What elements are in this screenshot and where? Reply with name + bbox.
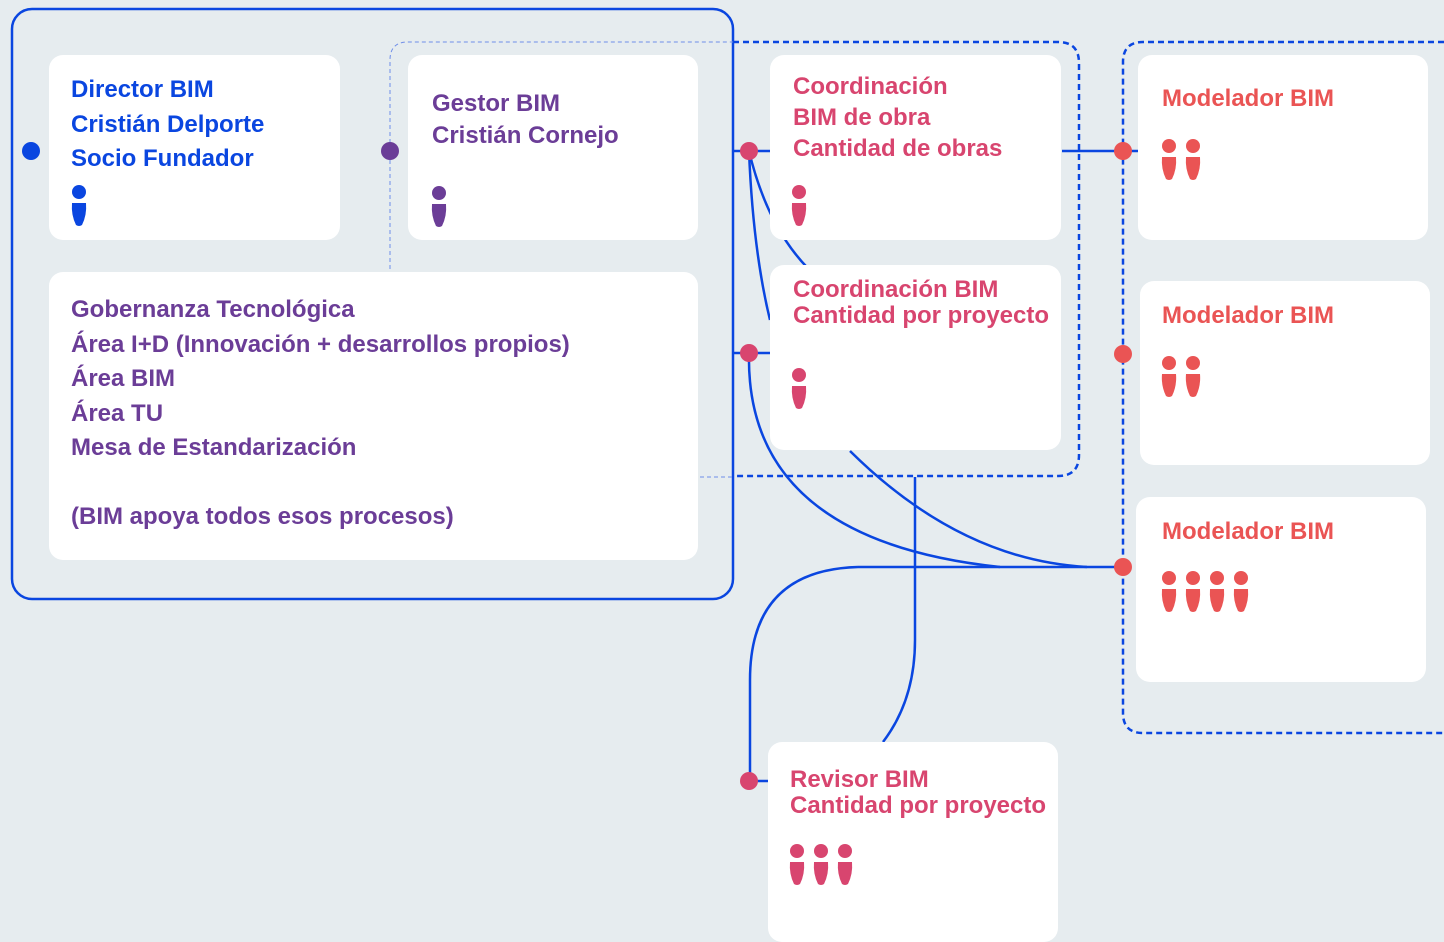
curve-to-modelador3-b [747,352,1001,569]
modelador-3-people [1160,571,1250,613]
director-title: Socio Fundador [71,145,254,172]
modelador-2-people [1160,356,1202,398]
director-name: Cristián Delporte [71,110,265,138]
gobernanza-note: (BIM apoya todos esos procesos) [71,503,454,530]
coord-obra-node [740,142,758,160]
coord-proyecto-line: Coordinación BIM [793,276,999,303]
person-icon [813,844,829,885]
person-icon [789,844,805,885]
coord-proyecto-card: Coordinación BIM Cantidad por proyecto [770,265,1061,450]
modelador-card-1: Modelador BIM [1138,55,1428,240]
gobernanza-line: Área I+D (Innovación + desarrollos propi… [71,330,570,358]
director-people [70,185,88,227]
gestor-text: Gestor BIM Cristián Cornejo [432,88,619,152]
gobernanza-line: Área TU [71,399,164,427]
coord-obra-line: Coordinación [793,73,948,100]
gestor-node [381,142,399,160]
coord-proyecto-text: Coordinación BIM Cantidad por proyecto [793,277,1049,329]
coord-obra-line: Cantidad de obras [793,135,1003,162]
person-icon [837,844,853,885]
director-node [22,142,40,160]
person-icon [791,368,807,409]
modelador3-node [1114,558,1132,576]
curve-to-revisor [748,565,859,781]
person-icon [1233,571,1249,612]
modelador-1-title: Modelador BIM [1162,85,1334,112]
person-icon [1185,571,1201,612]
modelador-3-title: Modelador BIM [1162,518,1334,545]
modelador-card-3: Modelador BIM [1136,497,1426,682]
revisor-line: Revisor BIM [790,766,929,793]
revisor-card: Revisor BIM Cantidad por proyecto [768,742,1058,942]
director-role: Director BIM [71,76,214,103]
person-icon [1161,571,1177,612]
person-icon [1161,356,1177,397]
coord-obra-line: BIM de obra [793,104,931,131]
gestor-name: Cristián Cornejo [432,122,619,149]
coord-obra-people [790,185,808,227]
coord-obra-card: Coordinación BIM de obra Cantidad de obr… [770,55,1061,240]
gestor-card: Gestor BIM Cristián Cornejo [408,55,698,240]
curve-obra-to-proyecto [747,150,772,321]
modelador2-node [1114,345,1132,363]
coord-proyecto-node [740,344,758,362]
gobernanza-line: Mesa de Estandarización [71,434,357,461]
gobernanza-line [71,466,570,501]
coord-obra-text: Coordinación BIM de obra Cantidad de obr… [793,71,1002,164]
gobernanza-line: Gobernanza Tecnológica [71,296,355,323]
person-icon [1185,139,1201,180]
modelador-2-title: Modelador BIM [1162,302,1334,329]
coord-proyecto-people [790,368,808,410]
director-text: Director BIM Cristián Delporte Socio Fun… [71,73,264,177]
gobernanza-text: Gobernanza Tecnológica Área I+D (Innovac… [71,293,570,535]
vertical-coord-to-revisor [882,477,917,743]
curve-to-modelador3-a [849,450,1088,569]
modelador-card-2: Modelador BIM [1140,281,1430,465]
person-icon [1209,571,1225,612]
gestor-role: Gestor BIM [432,90,561,117]
person-icon [1185,356,1201,397]
gobernanza-line: Área BIM [71,365,176,392]
gobernanza-card: Gobernanza Tecnológica Área I+D (Innovac… [49,272,698,560]
revisor-text: Revisor BIM Cantidad por proyecto [790,767,1046,819]
revisor-node [740,772,758,790]
revisor-line: Cantidad por proyecto [790,792,1047,819]
coordination-group-frame [733,40,1081,478]
person-icon [71,185,87,226]
gestor-people [430,186,448,228]
coord-proyecto-line: Cantidad por proyecto [793,302,1050,329]
modelador1-node [1114,142,1132,160]
person-icon [791,185,807,226]
person-icon [1161,139,1177,180]
leadership-group-frame [10,7,735,601]
revisor-people [788,844,854,886]
person-icon [431,186,447,227]
director-card: Director BIM Cristián Delporte Socio Fun… [49,55,340,240]
modelador-1-people [1160,139,1202,181]
